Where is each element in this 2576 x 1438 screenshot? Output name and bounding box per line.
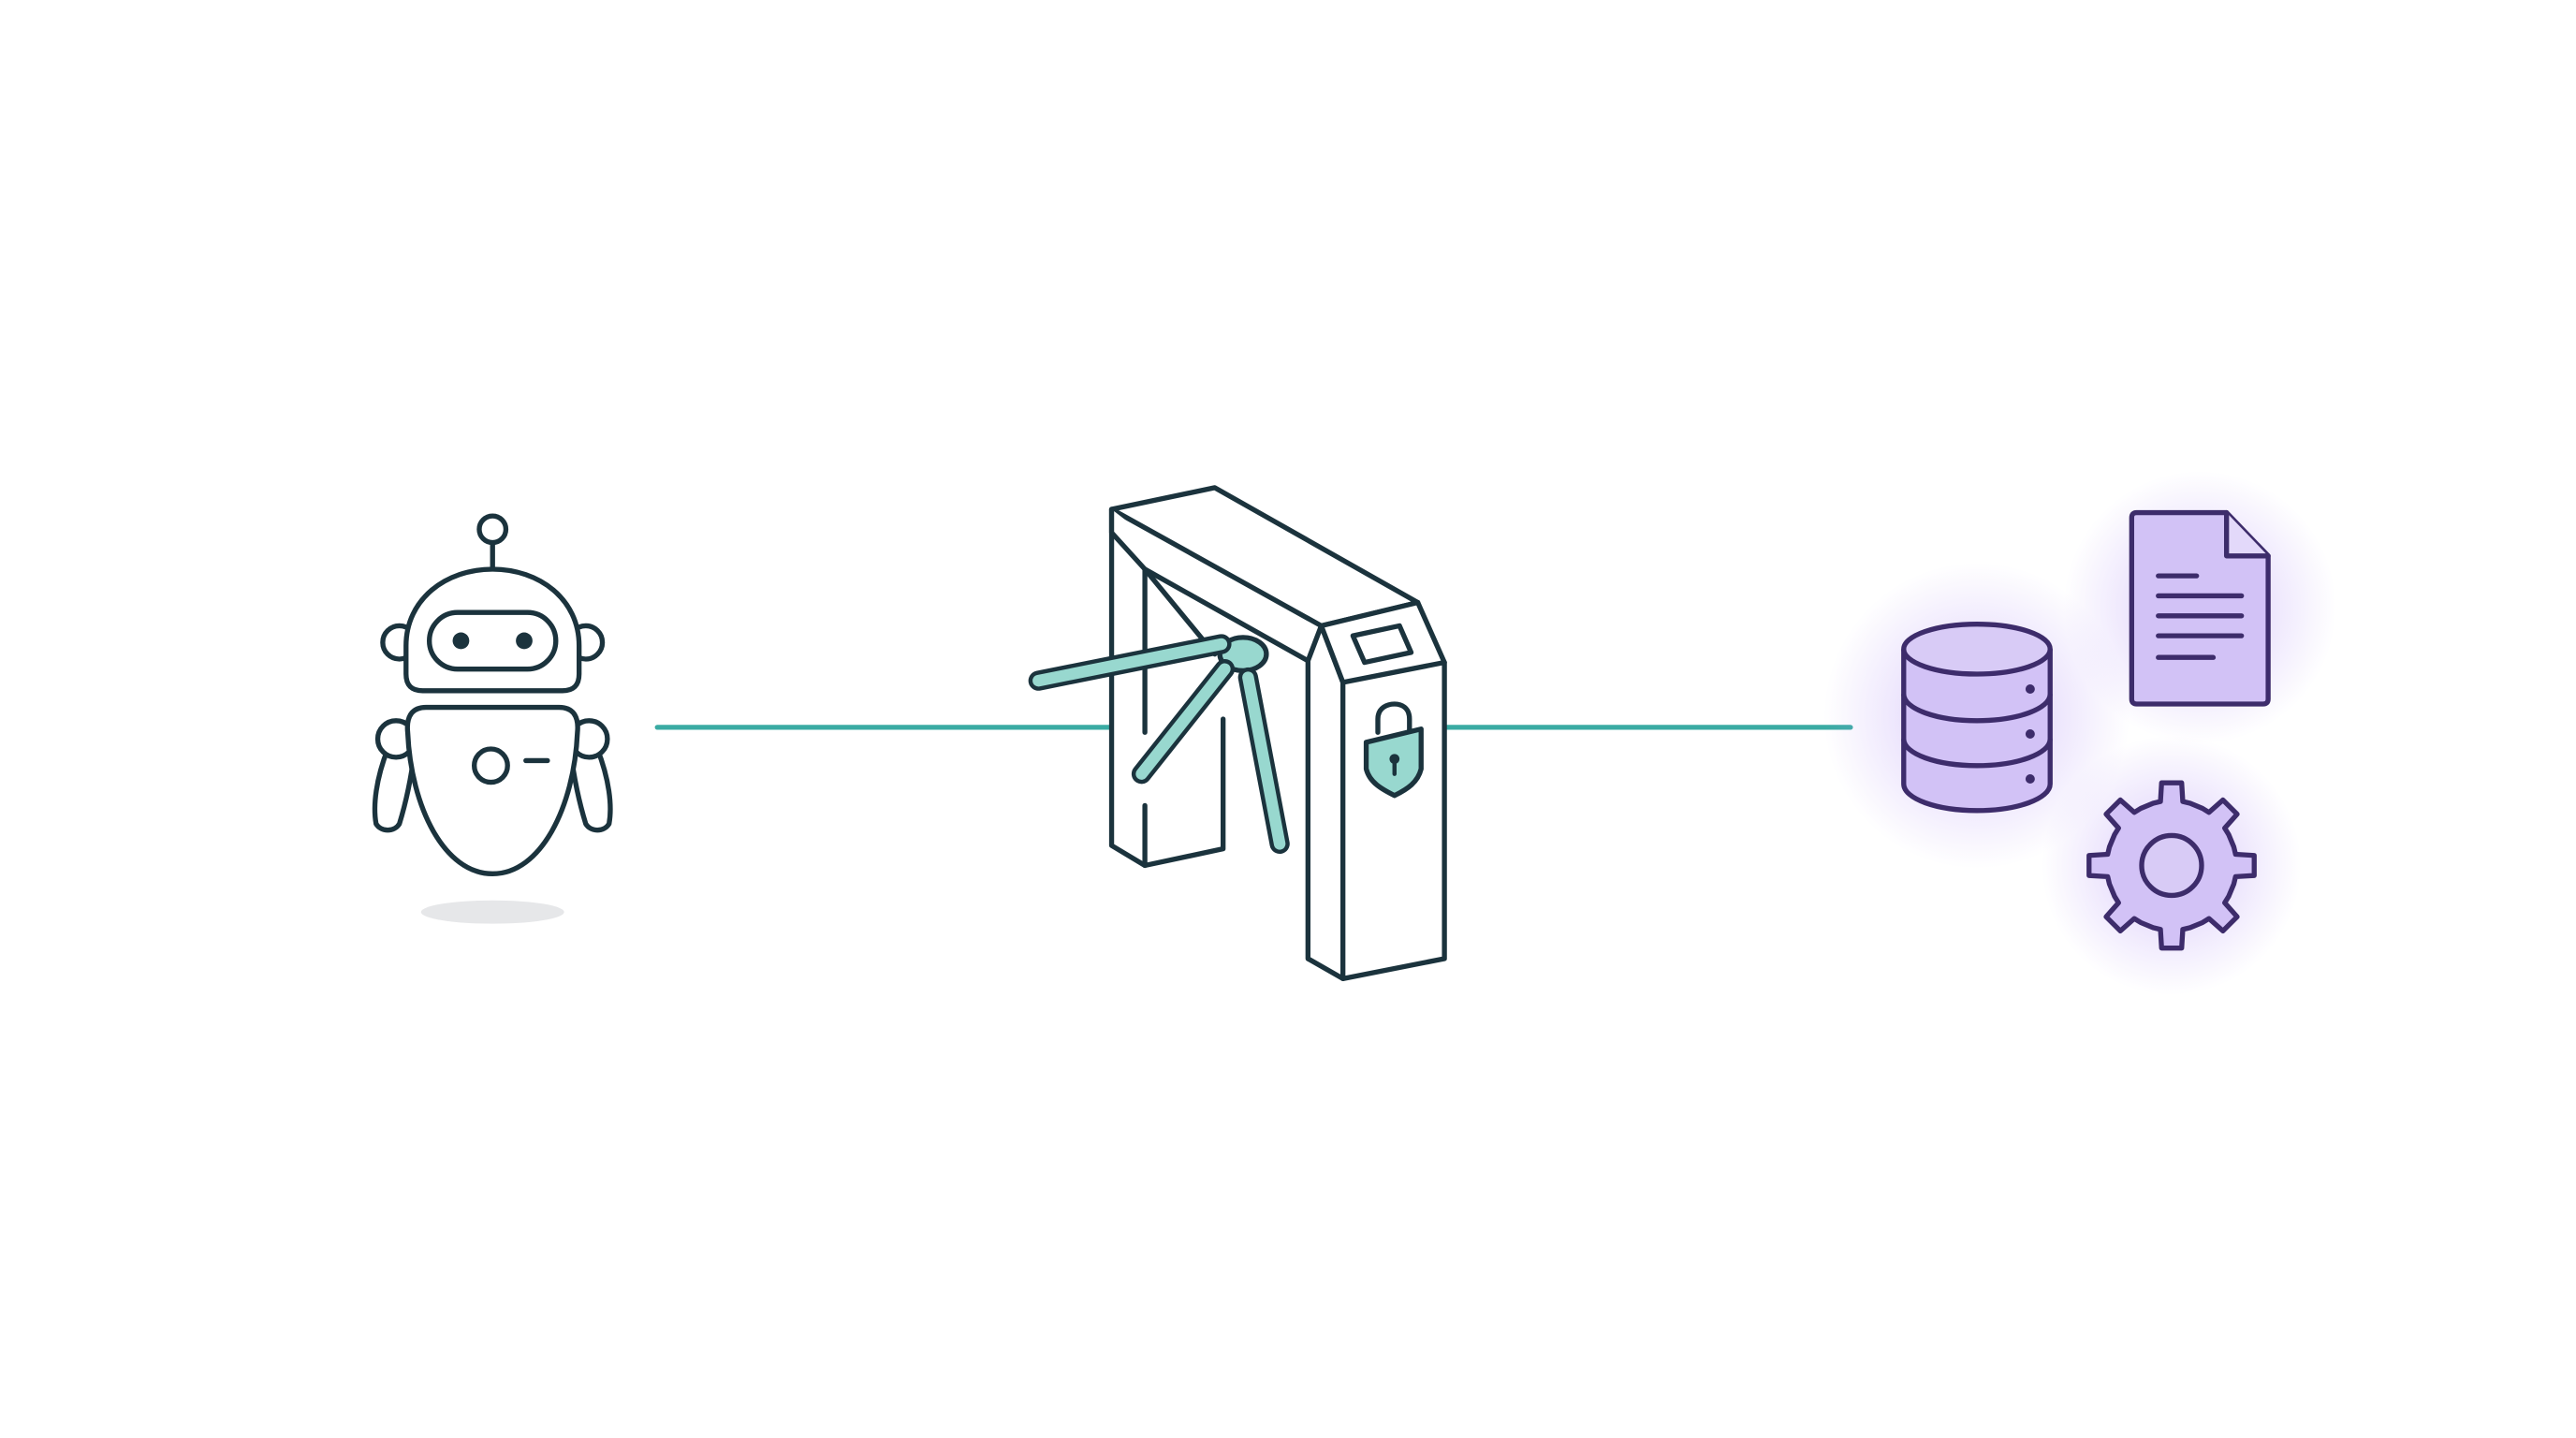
database-icon (1901, 621, 2053, 814)
robot-chest-light (472, 746, 510, 785)
turnstile-arms (1028, 634, 1290, 854)
robot-antenna (476, 513, 509, 546)
gear-icon (2086, 780, 2257, 951)
robot-icon (372, 513, 613, 924)
robot-visor (426, 609, 559, 672)
turnstile-card-reader (1350, 623, 1414, 666)
turnstile-cabinet-side (1305, 623, 1346, 981)
robot-eye-left (452, 632, 470, 650)
resources-group (1823, 471, 2336, 996)
padlock-icon (1363, 701, 1424, 799)
robot-shadow (420, 900, 564, 924)
robot-arm-left (372, 746, 417, 833)
robot-body (404, 704, 580, 876)
turnstile-icon (1028, 485, 1447, 981)
document-icon (2129, 509, 2271, 707)
robot-eye-right (516, 632, 533, 650)
robot-arm-right (568, 746, 613, 833)
